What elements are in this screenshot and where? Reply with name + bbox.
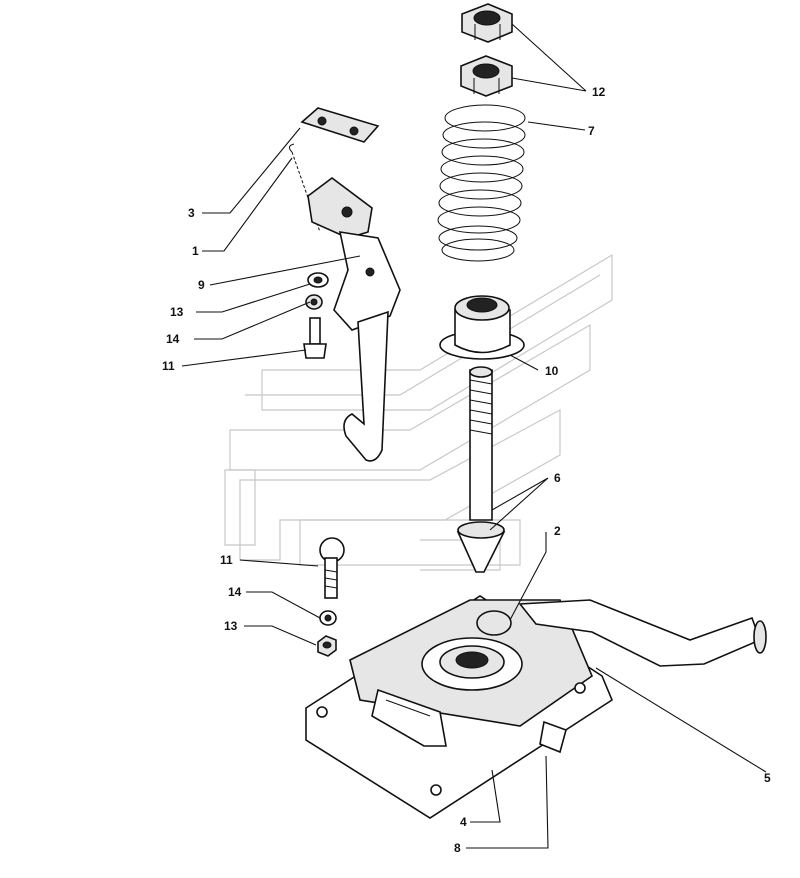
mounting-plate-small bbox=[300, 107, 380, 143]
callout-14-lower: 14 bbox=[228, 585, 242, 599]
callout-2: 2 bbox=[554, 524, 561, 538]
callout-10: 10 bbox=[545, 364, 559, 378]
washer-upper bbox=[307, 272, 329, 288]
callout-9: 9 bbox=[198, 278, 205, 292]
callout-5: 5 bbox=[764, 771, 771, 785]
callout-8: 8 bbox=[454, 841, 461, 855]
bolt-upper bbox=[303, 317, 327, 359]
threaded-stud bbox=[456, 366, 506, 573]
hex-nut-lower bbox=[460, 55, 513, 97]
callout-13-upper: 13 bbox=[170, 305, 184, 319]
callout-labels: 3 1 9 13 14 11 10 12 7 6 2 11 14 13 5 4 … bbox=[162, 85, 771, 855]
base-plate-assembly bbox=[305, 595, 613, 819]
release-handle-arm bbox=[518, 599, 767, 667]
callout-13-lower: 13 bbox=[224, 619, 238, 633]
callout-7: 7 bbox=[588, 124, 595, 138]
callout-11-lower: 11 bbox=[220, 553, 233, 567]
callout-6: 6 bbox=[554, 471, 561, 485]
bushing-cup bbox=[439, 295, 525, 360]
leader-lines bbox=[181, 23, 767, 849]
hex-nut-upper bbox=[461, 3, 513, 43]
callout-11-upper: 11 bbox=[162, 359, 175, 373]
callout-14-upper: 14 bbox=[166, 332, 180, 346]
release-lever-hook bbox=[307, 177, 401, 462]
lock-nut-lower bbox=[317, 635, 337, 657]
bolt-lower bbox=[319, 537, 345, 599]
lock-nut-upper bbox=[305, 294, 323, 310]
callout-3: 3 bbox=[188, 206, 195, 220]
callout-12: 12 bbox=[592, 85, 606, 99]
washer-lower bbox=[319, 610, 337, 626]
coil-spring bbox=[437, 104, 526, 262]
callout-4: 4 bbox=[460, 815, 467, 829]
callout-1: 1 bbox=[192, 244, 199, 258]
watermark-logo bbox=[224, 253, 613, 571]
